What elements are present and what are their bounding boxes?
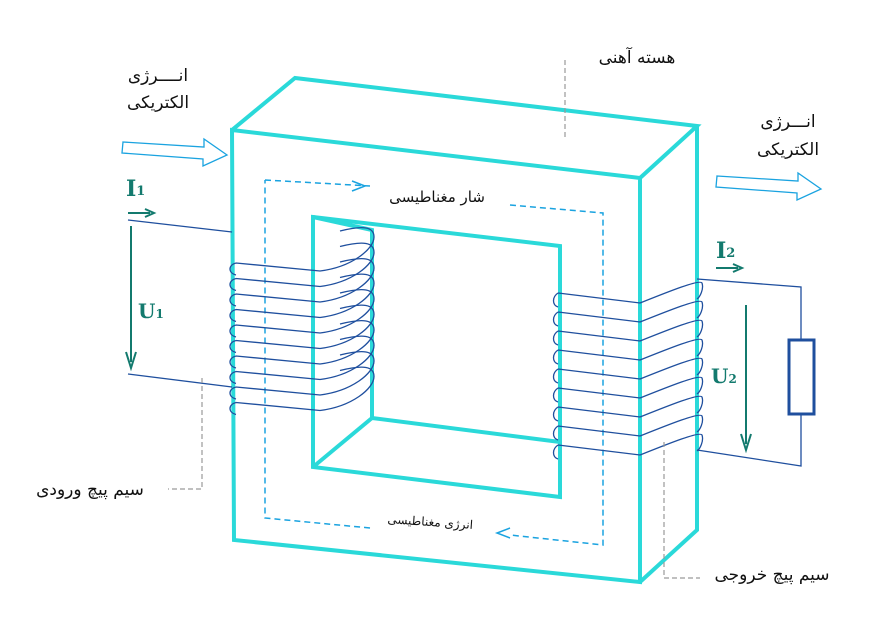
core-outer-top: [230, 75, 702, 180]
secondary-turn: [552, 395, 704, 422]
output-energy-arrow-icon: [715, 171, 823, 202]
flux-arrow-top-icon: [351, 180, 368, 192]
iron-core: [229, 75, 702, 585]
voltage-out-arrow-icon: [740, 305, 752, 454]
secondary-turn: [552, 319, 704, 346]
primary-coil-leader: [168, 378, 203, 490]
primary-turn: [229, 242, 375, 292]
secondary-winding: [552, 278, 816, 467]
core-outer-right: [638, 126, 699, 584]
magnetic-flux-path: [264, 179, 604, 546]
voltage-in-symbol: U1: [138, 299, 164, 323]
flux-loop: [264, 179, 604, 546]
primary-lead-bottom: [127, 373, 233, 388]
primary-turn: [229, 350, 375, 400]
primary-turn: [229, 366, 375, 416]
primary-turn: [229, 226, 375, 276]
primary-coil-label: سیم پیچ ورودی: [36, 480, 144, 500]
iron-core-label: هسته آهنی: [599, 46, 676, 68]
primary-winding: [127, 219, 375, 416]
current-out-arrow-icon: [716, 263, 745, 273]
symbol-arrows: [125, 208, 752, 454]
flux-arrow-bottom-icon: [494, 527, 511, 539]
secondary-turn: [552, 281, 704, 308]
secondary-turn: [552, 338, 704, 365]
core-inner-front: [311, 214, 562, 500]
secondary-coil-leader: [663, 442, 700, 579]
magnetic-energy-label: انرژی مغناطیسی: [387, 512, 474, 533]
primary-coil-turns: [229, 226, 375, 416]
core-inner-bottom: [371, 416, 561, 444]
voltage-in-arrow-icon: [125, 226, 137, 372]
secondary-turn: [552, 414, 704, 441]
secondary-turn: [552, 357, 704, 384]
primary-turn: [229, 304, 375, 354]
secondary-lead-top: [696, 278, 802, 340]
primary-turn: [229, 273, 375, 323]
secondary-coil-turns: [552, 281, 704, 460]
primary-lead-top: [127, 219, 233, 233]
load-resistor: [787, 338, 816, 416]
core-inner-edge: [311, 416, 374, 469]
input-energy-label-1: انــــرژی: [128, 66, 188, 86]
secondary-turn: [552, 300, 704, 327]
secondary-lead-bottom: [696, 414, 802, 467]
secondary-coil-label: سیم پیچ خروجی: [714, 565, 829, 585]
current-in-symbol: I1: [126, 176, 145, 202]
current-out-symbol: I2: [716, 238, 735, 264]
output-energy-label-2: الکتریکی: [757, 140, 819, 160]
primary-turn: [229, 288, 375, 338]
magnetic-flux-label: شار مغناطیسی: [389, 188, 485, 206]
current-in-arrow-icon: [128, 208, 157, 218]
leader-lines: [168, 60, 700, 579]
secondary-turn: [552, 376, 704, 403]
voltage-out-symbol: U2: [711, 364, 737, 388]
input-energy-label-2: الکتریکی: [127, 93, 189, 113]
primary-turn: [229, 257, 375, 307]
secondary-turn: [552, 433, 704, 460]
primary-turn: [229, 319, 375, 369]
primary-turn: [229, 335, 375, 385]
input-energy-arrow-icon: [121, 137, 229, 168]
output-energy-label-1: انـــرژی: [760, 112, 815, 132]
